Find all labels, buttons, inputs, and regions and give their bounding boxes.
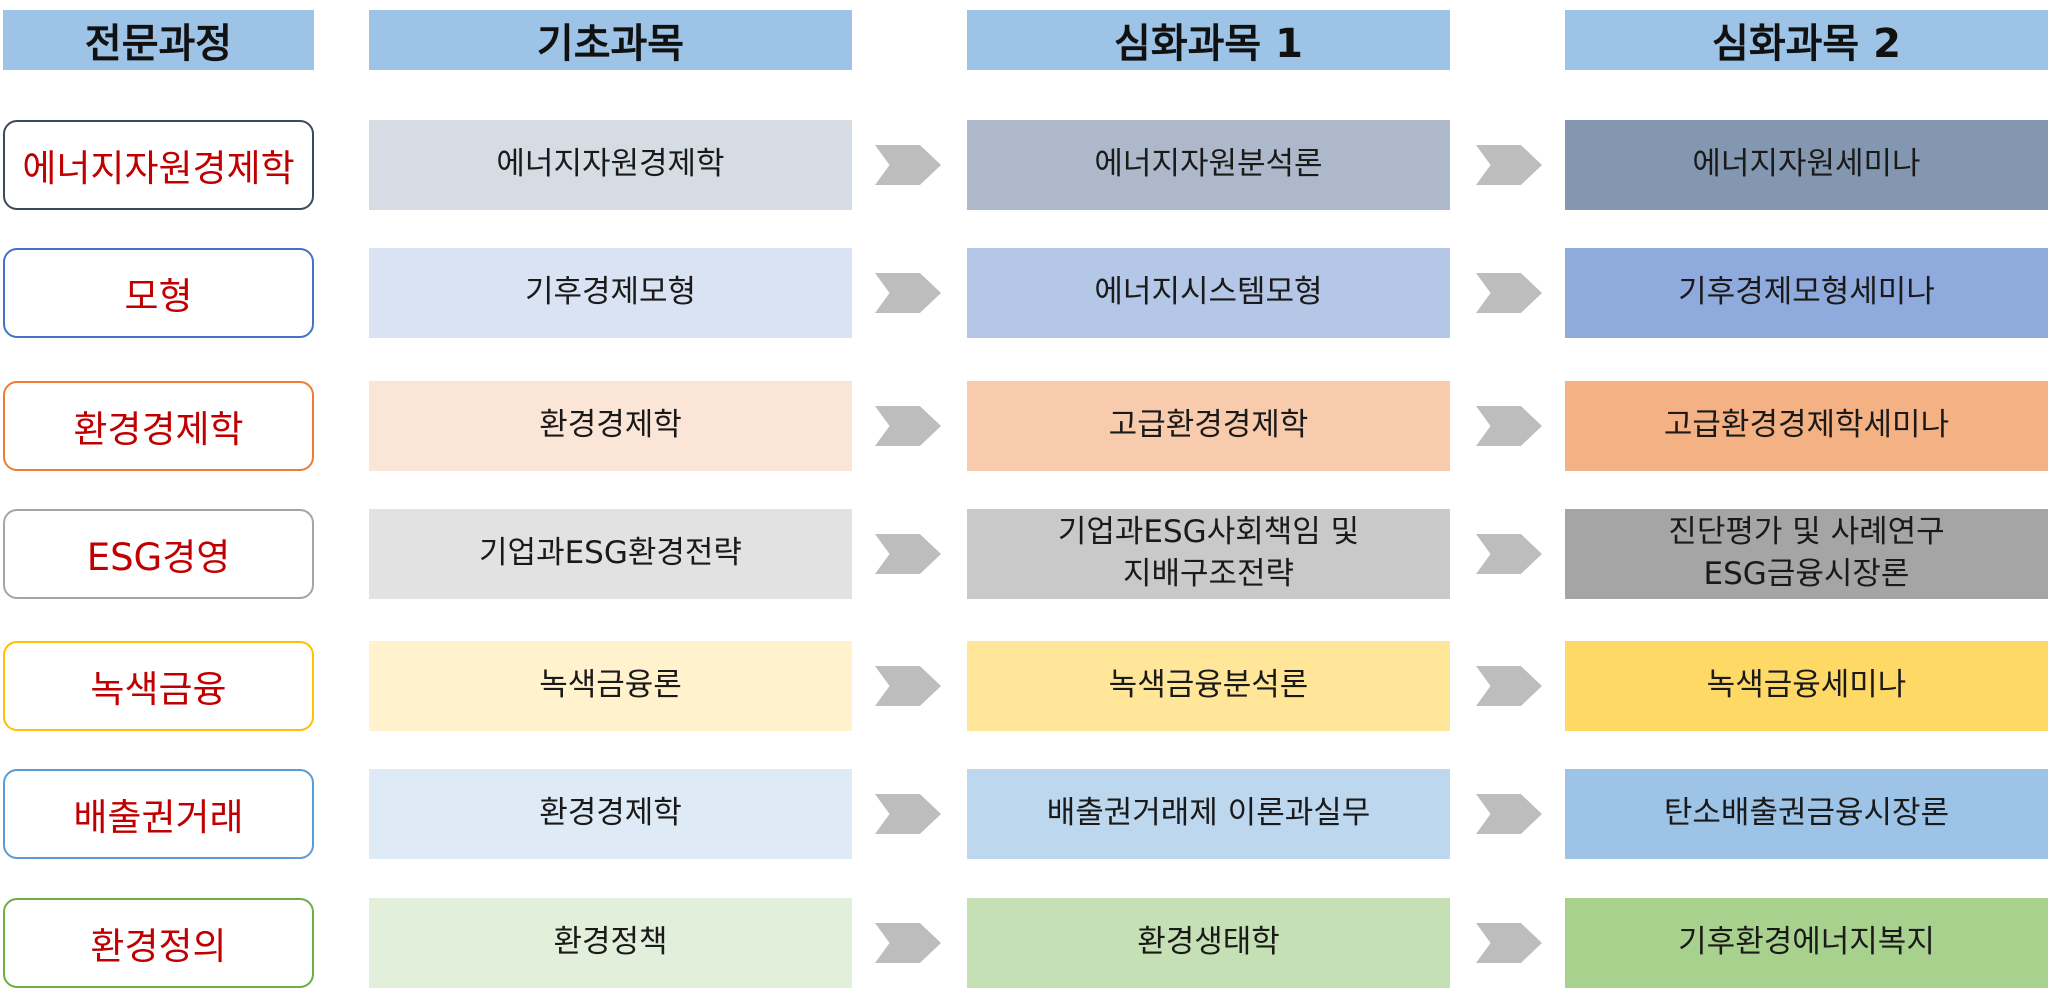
- course-advanced2: 진단평가 및 사례연구 ESG금융시장론: [1565, 509, 2048, 599]
- course-basic: 기후경제모형: [369, 248, 852, 338]
- chevron-right-icon: [1476, 666, 1542, 706]
- header-advanced1: 심화과목 1: [967, 10, 1450, 70]
- course-basic: 환경경제학: [369, 769, 852, 859]
- course-label: 환경정책: [553, 924, 668, 961]
- course-advanced2: 탄소배출권금융시장론: [1565, 769, 2048, 859]
- chevron-right-icon: [1476, 794, 1542, 834]
- chevron-right-icon: [875, 534, 941, 574]
- course-basic: 기업과ESG환경전략: [369, 509, 852, 599]
- chevron-right-icon: [875, 923, 941, 963]
- course-advanced1: 고급환경경제학: [967, 381, 1450, 471]
- header-track: 전문과정: [3, 10, 314, 70]
- course-basic: 에너지자원경제학: [369, 120, 852, 210]
- track-label: 에너지자원경제학: [3, 120, 314, 210]
- chevron-right-icon: [875, 145, 941, 185]
- course-advanced2: 에너지자원세미나: [1565, 120, 2048, 210]
- course-label: 기후경제모형세미나: [1678, 274, 1935, 311]
- course-label: 배출권거래제 이론과실무: [1046, 795, 1371, 832]
- chevron-right-icon: [1476, 923, 1542, 963]
- course-advanced1: 기업과ESG사회책임 및 지배구조전략: [967, 509, 1450, 599]
- course-advanced2: 녹색금융세미나: [1565, 641, 2048, 731]
- chevron-right-icon: [1476, 534, 1542, 574]
- track-label: ESG경영: [3, 509, 314, 599]
- course-label: 환경경제학: [539, 795, 682, 832]
- course-advanced2: 고급환경경제학세미나: [1565, 381, 2048, 471]
- course-basic: 환경정책: [369, 898, 852, 988]
- course-advanced2: 기후환경에너지복지: [1565, 898, 2048, 988]
- course-label: 에너지시스템모형: [1094, 274, 1323, 311]
- course-label: 진단평가 및 사례연구 ESG금융시장론: [1668, 514, 1945, 592]
- course-label: 에너지자원분석론: [1094, 146, 1323, 183]
- course-label: 고급환경경제학세미나: [1663, 407, 1950, 444]
- course-label: 에너지자원경제학: [496, 146, 725, 183]
- header-advanced2: 심화과목 2: [1565, 10, 2048, 70]
- course-label: 녹색금융론: [539, 667, 682, 704]
- course-label: 녹색금융분석론: [1108, 667, 1309, 704]
- chevron-right-icon: [875, 406, 941, 446]
- course-advanced1: 에너지자원분석론: [967, 120, 1450, 210]
- track-label: 환경정의: [3, 898, 314, 988]
- track-label: 녹색금융: [3, 641, 314, 731]
- course-label: 녹색금융세미나: [1706, 667, 1907, 704]
- track-label: 배출권거래: [3, 769, 314, 859]
- course-advanced1: 환경생태학: [967, 898, 1450, 988]
- course-advanced1: 배출권거래제 이론과실무: [967, 769, 1450, 859]
- course-advanced1: 녹색금융분석론: [967, 641, 1450, 731]
- course-label: 고급환경경제학: [1108, 407, 1309, 444]
- chevron-right-icon: [875, 794, 941, 834]
- chevron-right-icon: [1476, 273, 1542, 313]
- course-advanced2: 기후경제모형세미나: [1565, 248, 2048, 338]
- header-basic: 기초과목: [369, 10, 852, 70]
- course-label: 환경경제학: [539, 407, 682, 444]
- course-label: 기업과ESG사회책임 및 지배구조전략: [1057, 514, 1360, 592]
- track-label: 환경경제학: [3, 381, 314, 471]
- course-label: 에너지자원세미나: [1692, 146, 1921, 183]
- chevron-right-icon: [875, 666, 941, 706]
- course-advanced1: 에너지시스템모형: [967, 248, 1450, 338]
- chevron-right-icon: [875, 273, 941, 313]
- course-label: 탄소배출권금융시장론: [1663, 795, 1950, 832]
- chevron-right-icon: [1476, 406, 1542, 446]
- course-label: 기후경제모형: [524, 274, 697, 311]
- course-label: 환경생태학: [1137, 924, 1280, 961]
- course-label: 기업과ESG환경전략: [479, 535, 742, 572]
- chevron-right-icon: [1476, 145, 1542, 185]
- course-label: 기후환경에너지복지: [1678, 924, 1935, 961]
- course-basic: 녹색금융론: [369, 641, 852, 731]
- course-basic: 환경경제학: [369, 381, 852, 471]
- track-label: 모형: [3, 248, 314, 338]
